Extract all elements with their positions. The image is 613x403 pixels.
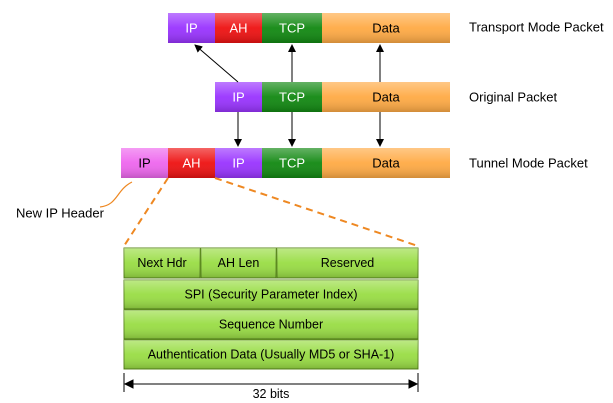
ah-sequence-text: Sequence Number <box>219 318 323 332</box>
original-ip-text: IP <box>232 90 244 105</box>
new-ip-header-label: New IP Header <box>16 206 105 221</box>
ah-reserved-text: Reserved <box>321 256 375 270</box>
ah-next-hdr-field: Next Hdr <box>123 247 201 279</box>
arrow-ip-to-transport <box>194 44 239 83</box>
ah-auth-field: Authentication Data (Usually MD5 or SHA-… <box>123 339 419 370</box>
new-ip-header-curve <box>99 181 133 208</box>
tunnel-mode-label: Tunnel Mode Packet <box>469 156 588 171</box>
tunnel-data-cell: Data <box>322 148 450 178</box>
tunnel-tcp-text: TCP <box>279 156 305 171</box>
tunnel-data-text: Data <box>372 156 400 171</box>
tunnel-ah-cell: AH <box>168 148 215 178</box>
ah-reserved-field: Reserved <box>276 247 419 279</box>
transport-data-text: Data <box>372 21 400 36</box>
tunnel-mode-packet: IP AH IP TCP Data Tunnel Mode Packet <box>121 148 588 178</box>
transport-tcp-cell: TCP <box>262 13 322 43</box>
original-packet: IP TCP Data Original Packet <box>215 82 558 112</box>
transport-ah-cell: AH <box>215 13 262 43</box>
tunnel-ah-text: AH <box>182 156 200 171</box>
original-tcp-cell: TCP <box>262 82 322 112</box>
original-ip-cell: IP <box>215 82 262 112</box>
width-label: 32 bits <box>253 387 290 401</box>
tunnel-ip-cell: IP <box>215 148 262 178</box>
transport-tcp-text: TCP <box>279 21 305 36</box>
ah-len-field: AH Len <box>200 247 277 279</box>
tunnel-tcp-cell: TCP <box>262 148 322 178</box>
arrows-to-tunnel <box>234 112 384 147</box>
width-dimension: 32 bits <box>123 373 419 401</box>
new-ip-header-callout: New IP Header <box>16 181 133 221</box>
ah-next-hdr-text: Next Hdr <box>137 256 186 270</box>
transport-ip-text: IP <box>185 21 197 36</box>
ah-auth-text: Authentication Data (Usually MD5 or SHA-… <box>148 348 395 362</box>
tunnel-new-ip-text: IP <box>138 156 150 171</box>
transport-ah-text: AH <box>229 21 247 36</box>
original-packet-label: Original Packet <box>469 90 558 105</box>
ah-spi-text: SPI (Security Parameter Index) <box>185 288 358 302</box>
original-data-cell: Data <box>322 82 450 112</box>
ah-len-text: AH Len <box>218 256 260 270</box>
transport-ip-cell: IP <box>168 13 215 43</box>
arrows-to-transport <box>194 44 384 83</box>
ah-zoom-line-left <box>123 177 169 247</box>
dimension-arrow-left <box>123 379 134 389</box>
tunnel-ip-text: IP <box>232 156 244 171</box>
tunnel-new-ip-cell: IP <box>121 148 168 178</box>
ah-header-detail: Next Hdr AH Len Reserved SPI (Security P… <box>123 247 419 370</box>
original-data-text: Data <box>372 90 400 105</box>
dimension-arrow-right <box>408 379 419 389</box>
original-tcp-text: TCP <box>279 90 305 105</box>
ah-zoom-line-right <box>214 177 419 247</box>
ah-sequence-field: Sequence Number <box>123 309 419 340</box>
transport-data-cell: Data <box>322 13 450 43</box>
transport-mode-label: Transport Mode Packet <box>469 20 604 35</box>
transport-mode-packet: IP AH TCP Data Transport Mode Packet <box>168 13 604 43</box>
ah-spi-field: SPI (Security Parameter Index) <box>123 279 419 310</box>
ah-zoom-lines <box>123 177 419 247</box>
